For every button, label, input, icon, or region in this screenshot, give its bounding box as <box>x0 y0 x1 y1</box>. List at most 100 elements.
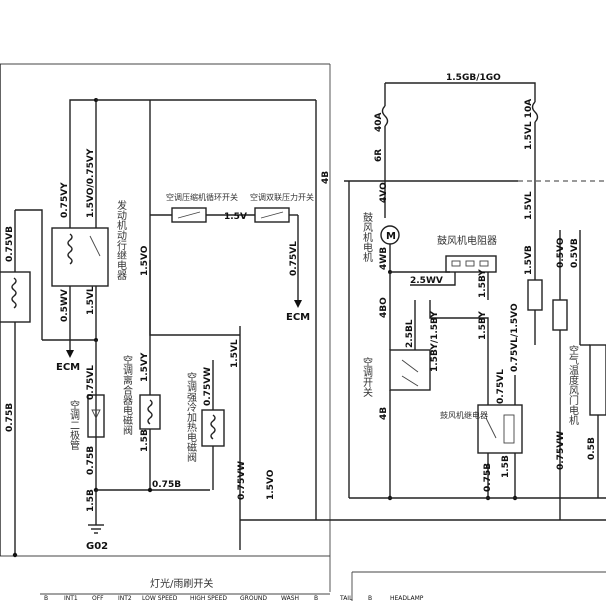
label-075b-left: 0.75B <box>5 403 15 432</box>
resistor-element-1 <box>451 260 461 267</box>
label-15by-a: 1.5BY <box>478 269 488 298</box>
fuse-40a <box>381 105 389 127</box>
label-15b-clutch: 1.5B <box>140 429 150 452</box>
temp-door-motor-box <box>589 344 606 416</box>
blower-relay-contact <box>485 417 497 439</box>
label-4vo: 4VO <box>379 182 389 203</box>
label-075vl-dual: 0.75VL <box>289 241 299 276</box>
wire-25wv <box>410 272 456 286</box>
ac-comp-cycle-switch-contact <box>177 211 201 219</box>
label-15vy: 1.5VY <box>140 352 150 382</box>
label-blower-motor: 鼓风机电机 <box>361 211 373 263</box>
label-4wb: 4WB <box>379 247 389 270</box>
label-4bo: 4BO <box>379 297 389 318</box>
label-temp-door-motor: 空气温度风门电机 <box>567 344 579 426</box>
label-075vw-a: 0.75VW <box>203 367 213 406</box>
label-075vl-diode: 0.75VL <box>86 365 96 400</box>
wire-15vo-mid <box>149 260 240 336</box>
wire-left-top <box>15 209 43 340</box>
ac-clutch-valve-coil <box>147 399 153 425</box>
table-header-cell: GROUND <box>240 595 267 601</box>
label-g02: G02 <box>86 541 108 552</box>
wire-075vy-top <box>69 99 96 228</box>
label-15vo-mid: 1.5VO <box>140 245 150 276</box>
label-fuse-10a: 1.5VL 10A <box>524 99 534 150</box>
label-075b-relay2: 0.75B <box>483 463 493 492</box>
label-4b-left: 4B <box>321 171 331 184</box>
ac-diode-box <box>87 394 105 438</box>
label-075vw-b: 0.75VW <box>237 461 247 500</box>
ac-diode-symbol <box>91 409 101 420</box>
label-blower-relay: 鼓风机继电器 <box>440 410 488 420</box>
ac-dual-pressure-switch-contact <box>260 211 284 219</box>
label-4b: 4B <box>379 407 389 420</box>
table-header-cell: WASH <box>281 595 299 601</box>
label-15by-b: 1.5BY <box>478 311 488 340</box>
label-05vb: 0.5VB <box>570 238 580 268</box>
table-header-cell: B <box>368 595 372 601</box>
resistor-element-2 <box>465 260 475 267</box>
label-15vl-right: 1.5VL <box>524 191 534 220</box>
label-ac-clutch-valve: 空调离合器电磁阀 <box>121 354 133 436</box>
ecm-arrow-left <box>66 350 74 358</box>
blower-relay-coil <box>503 414 515 444</box>
label-15vo-bot: 1.5VO <box>266 469 276 500</box>
label-ac-diode: 空调二极管 <box>68 399 80 451</box>
label-15b-relay2: 1.5B <box>501 455 511 478</box>
label-05b: 0.5B <box>587 437 597 460</box>
label-25wv: 2.5WV <box>410 276 443 286</box>
left-relay-coil <box>11 277 17 309</box>
table-header-cell: B <box>44 595 48 601</box>
table-header-cell: HEADLAMP <box>390 595 424 601</box>
temp-door-switch-1 <box>527 279 543 311</box>
label-15b-g02: 1.5B <box>86 489 96 512</box>
engine-relay-box <box>51 227 109 287</box>
ac-cool-valve-coil <box>210 414 216 440</box>
engine-relay-contact <box>89 235 101 257</box>
label-05vo: 0.5VO <box>556 237 566 268</box>
label-15vo-075vy: 1.5VO/0.75VY <box>86 148 96 218</box>
table-header-cell: B <box>314 595 318 601</box>
label-075vl-15vo: 0.75VL/1.5VO <box>510 303 520 372</box>
table-header-cell: INT2 <box>118 595 132 601</box>
label-05wv: 0.5WV <box>60 289 70 322</box>
ecm-arrow-mid <box>294 300 302 308</box>
label-075b-h: 0.75B <box>152 480 181 490</box>
label-075vy: 0.75VY <box>60 182 70 218</box>
motor-symbol-label: M <box>386 231 396 242</box>
label-ac-dual-pressure-switch: 空调双联压力开关 <box>250 192 314 202</box>
label-15vl-mid: 1.5VL <box>230 339 240 368</box>
table-header-cell: LOW SPEED <box>142 595 178 601</box>
junction-left-bottom <box>12 552 18 558</box>
label-fuse-40a: 40A <box>374 112 384 132</box>
table-header-cell: HIGH SPEED <box>190 595 227 601</box>
label-15v: 1.5V <box>224 212 247 222</box>
label-ac-cool-valve: 空调强冷加热电磁阀 <box>185 371 197 463</box>
label-075vl-relay2: 0.75VL <box>496 369 506 404</box>
wire-15by-15by <box>429 300 489 342</box>
label-top-main: 1.5GB/1GO <box>446 73 501 83</box>
ac-switch-box <box>389 349 431 391</box>
label-engine-relay: 发动机动行继电器 <box>115 199 127 281</box>
engine-relay-coil <box>67 233 73 265</box>
label-ecm-top: ECM <box>286 312 310 323</box>
ac-switch-contact-1 <box>401 359 419 373</box>
label-6r: 6R <box>374 149 384 162</box>
table-headers: B INT1 OFF INT2 LOW SPEED HIGH SPEED GROUND WAS… <box>44 595 424 601</box>
resistor-element-3 <box>479 260 489 267</box>
left-relay-box <box>0 271 31 323</box>
label-ac-comp-cycle-switch: 空调压缩机循环开关 <box>166 192 238 202</box>
table-header-cell: TAIL <box>339 595 353 601</box>
blower-resistor <box>445 255 497 273</box>
wire-top-main <box>385 82 536 102</box>
ac-switch-contact-2 <box>401 375 419 387</box>
table-header-cell: INT1 <box>64 595 78 601</box>
label-25bl: 2.5BL <box>405 319 415 348</box>
temp-door-switch-2 <box>552 299 568 331</box>
label-075b-diode: 0.75B <box>86 446 96 475</box>
table-header-cell: OFF <box>92 595 104 601</box>
blower-relay-box <box>477 404 523 454</box>
fuse-10a <box>531 101 539 123</box>
label-15vl-relay: 1.5VL <box>86 286 96 315</box>
